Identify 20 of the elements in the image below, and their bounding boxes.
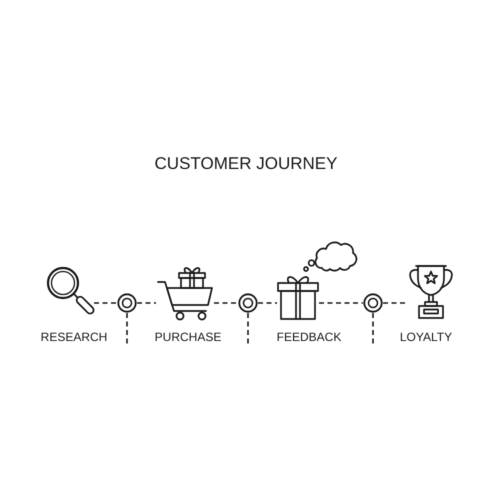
dashed-connector: [319, 302, 363, 304]
step-label: RESEARCH: [40, 330, 108, 344]
dashed-connector: [383, 302, 407, 304]
dashed-connector: [258, 302, 277, 304]
step-label: PURCHASE: [154, 330, 222, 344]
dashed-connector: [94, 302, 117, 304]
thought-cloud-icon: [303, 241, 357, 272]
title: CUSTOMER JOURNEY: [154, 154, 338, 174]
ring-icon: [238, 293, 258, 313]
ring-icon: [117, 293, 137, 313]
step-label: FEEDBACK: [276, 330, 342, 344]
dashed-connector: [126, 313, 128, 345]
dashed-connector: [372, 313, 374, 345]
dashed-connector: [214, 302, 238, 304]
dashed-connector: [137, 302, 156, 304]
ring-icon: [363, 293, 383, 313]
step-label: LOYALTY: [400, 330, 452, 344]
gift-box-icon: [277, 273, 319, 323]
trophy-icon: [407, 263, 455, 321]
dashed-connector: [247, 313, 249, 345]
